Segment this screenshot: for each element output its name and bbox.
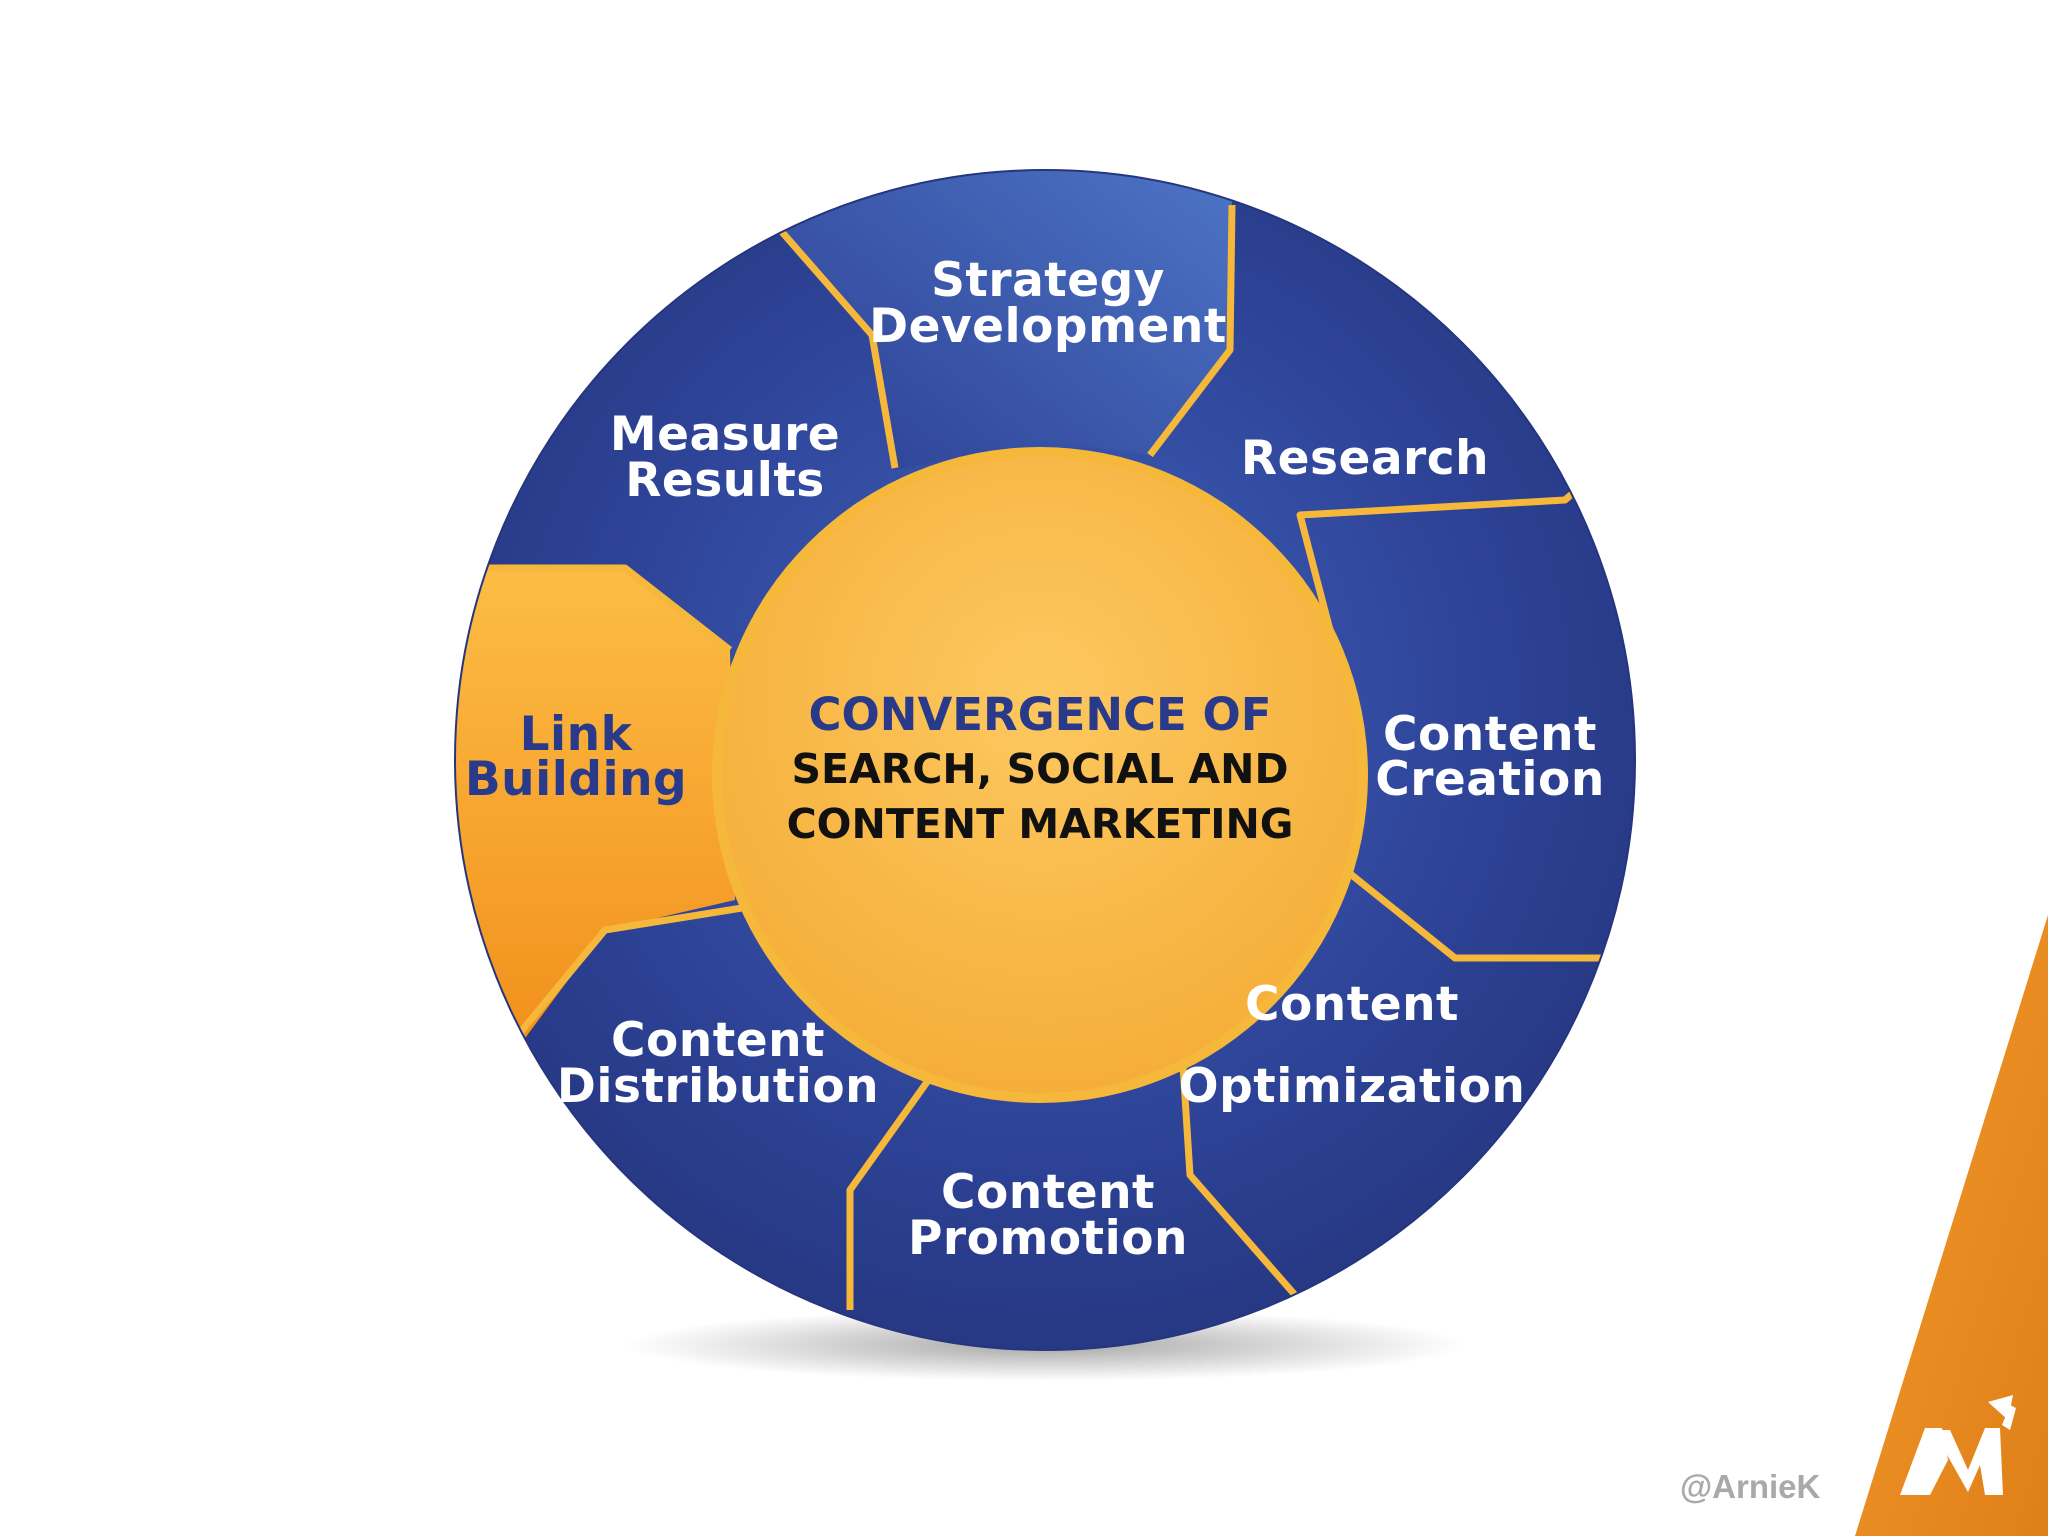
segment-dividers (470, 204, 1635, 1310)
label-content-optimization-1: Content (1245, 977, 1459, 1032)
segment-strategy-development[interactable] (782, 120, 1232, 470)
label-content-creation-1: Content (1383, 707, 1597, 762)
label-content-optimization-2: Optimization (1179, 1059, 1526, 1114)
center-subtitle-line-2: CONTENT MARKETING (787, 800, 1294, 848)
label-content-promotion-1: Content (941, 1165, 1155, 1220)
label-content-distribution-1: Content (611, 1013, 825, 1068)
label-content-creation-2: Creation (1375, 752, 1605, 807)
brand-logo-icon (1900, 1395, 2016, 1495)
label-development: Development (869, 299, 1227, 354)
label-content-promotion-2: Promotion (908, 1211, 1188, 1266)
label-link-building-2: Building (465, 752, 687, 807)
center-subtitle-line-1: SEARCH, SOCIAL AND (791, 745, 1288, 793)
center-hub (722, 457, 1358, 1093)
label-strategy: Strategy (931, 253, 1165, 308)
center-title: CONVERGENCE OF (809, 688, 1272, 741)
author-handle: @ArnieK (1680, 1468, 1821, 1505)
label-content-distribution-2: Distribution (557, 1059, 879, 1114)
label-measure-results-2: Results (625, 453, 825, 508)
brand-corner-triangle (1855, 915, 2048, 1536)
label-research: Research (1241, 431, 1489, 486)
wheel-outline (454, 169, 1636, 1351)
label-link-building-1: Link (520, 707, 634, 762)
label-measure-results-1: Measure (610, 407, 840, 462)
